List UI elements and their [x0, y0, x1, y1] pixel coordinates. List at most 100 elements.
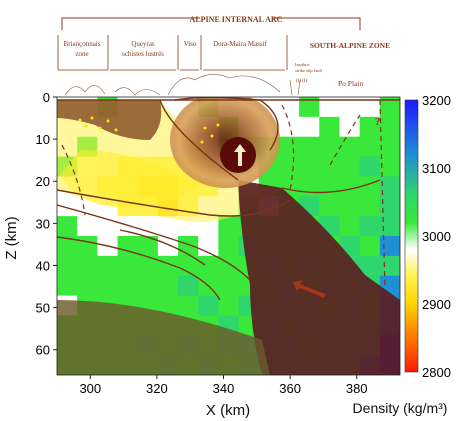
density-cell — [379, 136, 400, 158]
mantle-wedge — [57, 300, 270, 375]
y-tick-label: 60 — [36, 343, 50, 358]
density-cell — [278, 116, 300, 138]
density-cell — [137, 216, 159, 237]
density-cell — [359, 196, 381, 217]
subduction-arrow — [293, 280, 325, 298]
zone-brianconnais-2: zone — [75, 50, 88, 58]
density-cell — [77, 236, 98, 257]
density-cell — [97, 255, 119, 277]
plot-frame — [56, 96, 401, 376]
density-cell — [379, 116, 400, 138]
fault-label-2: strike slip fault — [295, 68, 323, 73]
zone-queyras-1: Queyras — [131, 40, 155, 48]
arc-title: ALPINE INTERNAL ARC — [190, 15, 283, 24]
density-cell — [319, 116, 340, 138]
y-axis-label: Z (km) — [3, 216, 20, 259]
density-cell — [299, 97, 320, 118]
density-cell — [379, 97, 400, 118]
density-cell — [319, 196, 340, 217]
colorbar-tick-label: 3200 — [422, 93, 451, 108]
slab-body — [238, 180, 400, 375]
uplift-arrow — [234, 144, 246, 166]
zone-queyras-2: schistes lustrés — [122, 50, 164, 58]
density-cell — [359, 116, 381, 138]
x-tick-label: 300 — [79, 381, 101, 396]
x-axis-label: X (km) — [206, 402, 250, 419]
density-cell — [339, 156, 361, 177]
density-cell — [198, 255, 219, 277]
density-cell — [157, 236, 179, 257]
density-cell — [379, 216, 400, 237]
y-tick-label: 0 — [43, 90, 50, 105]
x-tick-label: 340 — [213, 381, 235, 396]
y-tick-label: 20 — [36, 174, 50, 189]
density-cell — [117, 236, 139, 257]
density-cell — [278, 97, 300, 118]
density-cell — [57, 275, 78, 297]
x-tick-label: 380 — [346, 381, 368, 396]
fault-code: (I) (I) — [296, 79, 308, 84]
density-cell — [117, 216, 139, 237]
density-cell — [178, 275, 199, 297]
density-cell — [218, 275, 240, 297]
po-plain-label: Po Plain — [338, 79, 363, 88]
density-cell — [157, 275, 179, 297]
density-cell — [157, 255, 179, 277]
density-cell — [359, 236, 381, 257]
colorbar-tick-label: 2900 — [422, 297, 451, 312]
density-cell — [299, 156, 320, 177]
fault-label-1: Insubric — [295, 62, 310, 67]
geology-overlay — [57, 97, 400, 375]
density-cell — [299, 176, 320, 197]
density-cell — [379, 176, 400, 197]
density-cell — [339, 136, 361, 158]
density-cell — [359, 136, 381, 158]
density-cell — [359, 97, 381, 118]
density-cell — [57, 216, 78, 237]
density-cell — [359, 216, 381, 237]
density-cell — [57, 236, 78, 257]
density-cell — [379, 236, 400, 257]
density-cell — [379, 156, 400, 177]
density-cell — [299, 136, 320, 158]
zone-viso: Viso — [184, 40, 197, 48]
density-cell — [157, 216, 179, 237]
zone-brianconnais-1: Briançonnais — [64, 40, 101, 48]
colorbar-tick-label: 2800 — [422, 365, 451, 380]
density-cell — [97, 275, 119, 297]
y-tick-label: 50 — [36, 301, 50, 316]
density-cell — [319, 97, 340, 118]
density-cell — [198, 295, 219, 316]
y-tick-label: 40 — [36, 258, 50, 273]
density-cell — [57, 196, 78, 217]
density-cell — [359, 156, 381, 177]
x-tick-label: 320 — [146, 381, 168, 396]
density-cell — [319, 156, 340, 177]
density-cell — [218, 216, 240, 237]
density-cell — [278, 136, 300, 158]
density-cell — [178, 295, 199, 316]
density-cell — [379, 196, 400, 217]
y-tick-label: 30 — [36, 216, 50, 231]
density-cell — [137, 275, 159, 297]
density-cell — [339, 196, 361, 217]
header-annotations: ALPINE INTERNAL ARC SOUTH-ALPINE ZONE Br… — [57, 15, 390, 128]
density-cell — [77, 255, 98, 277]
density-cell — [359, 255, 381, 277]
question-mark: ? — [375, 116, 381, 128]
colorbar-label: Density (kg/m³) — [353, 400, 448, 416]
south-alpine-title: SOUTH-ALPINE ZONE — [310, 41, 390, 50]
y-tick-label: 10 — [36, 132, 50, 147]
density-cell — [198, 236, 219, 257]
x-tick-label: 360 — [279, 381, 301, 396]
density-cell — [218, 236, 240, 257]
density-cell — [178, 255, 199, 277]
zone-dora-maira: Dora-Maira Massif — [213, 40, 268, 48]
axes: 300 320 340 360 380 0 10 20 30 40 50 60 — [36, 90, 368, 396]
density-cell — [339, 97, 361, 118]
density-cell — [339, 176, 361, 197]
density-cell — [379, 255, 400, 277]
colorbar-tick-label: 3000 — [422, 229, 451, 244]
density-cell — [117, 255, 139, 277]
